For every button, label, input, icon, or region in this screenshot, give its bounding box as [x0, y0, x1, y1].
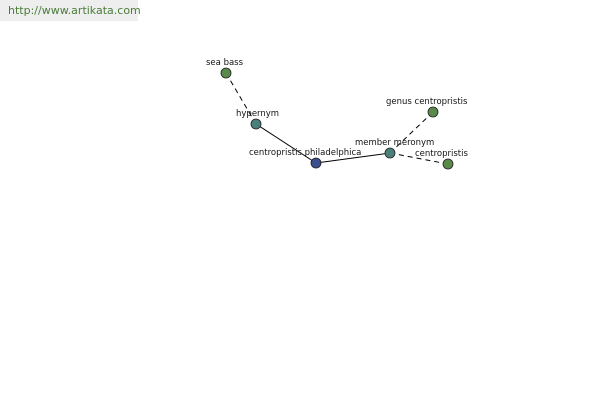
edge-sea_bass-hypernym	[225, 72, 257, 125]
node-sea_bass[interactable]	[220, 67, 232, 79]
site-url-link[interactable]: http://www.artikata.com	[8, 4, 141, 17]
node-genus_centropristis[interactable]	[427, 106, 439, 118]
graph-nodes	[220, 67, 454, 170]
node-centropristis[interactable]	[442, 158, 454, 170]
node-label-genus_centropristis[interactable]: genus centropristis	[386, 97, 468, 107]
edge-member_meronym-genus_centropristis	[389, 111, 434, 154]
edge-hypernym-centropristis_philadelphica	[255, 123, 317, 164]
graph-labels: sea bass hypernym centropristis philadelph…	[206, 58, 469, 159]
node-label-hypernym[interactable]: hypernym	[236, 109, 279, 119]
edge-centropristis_philadelphica-member_meronym	[315, 152, 391, 164]
edge-member_meronym-centropristis	[389, 152, 449, 165]
node-hypernym[interactable]	[250, 118, 262, 130]
url-bar: http://www.artikata.com	[0, 0, 141, 21]
node-member_meronym[interactable]	[384, 147, 396, 159]
graph-edges	[225, 72, 449, 165]
node-label-centropristis_philadelphica[interactable]: centropristis philadelphica	[249, 148, 361, 158]
node-label-sea_bass[interactable]: sea bass	[206, 58, 244, 68]
node-label-member_meronym[interactable]: member meronym	[355, 138, 434, 148]
node-label-centropristis[interactable]: centropristis	[415, 149, 469, 159]
node-centropristis_philadelphica[interactable]	[310, 157, 322, 169]
